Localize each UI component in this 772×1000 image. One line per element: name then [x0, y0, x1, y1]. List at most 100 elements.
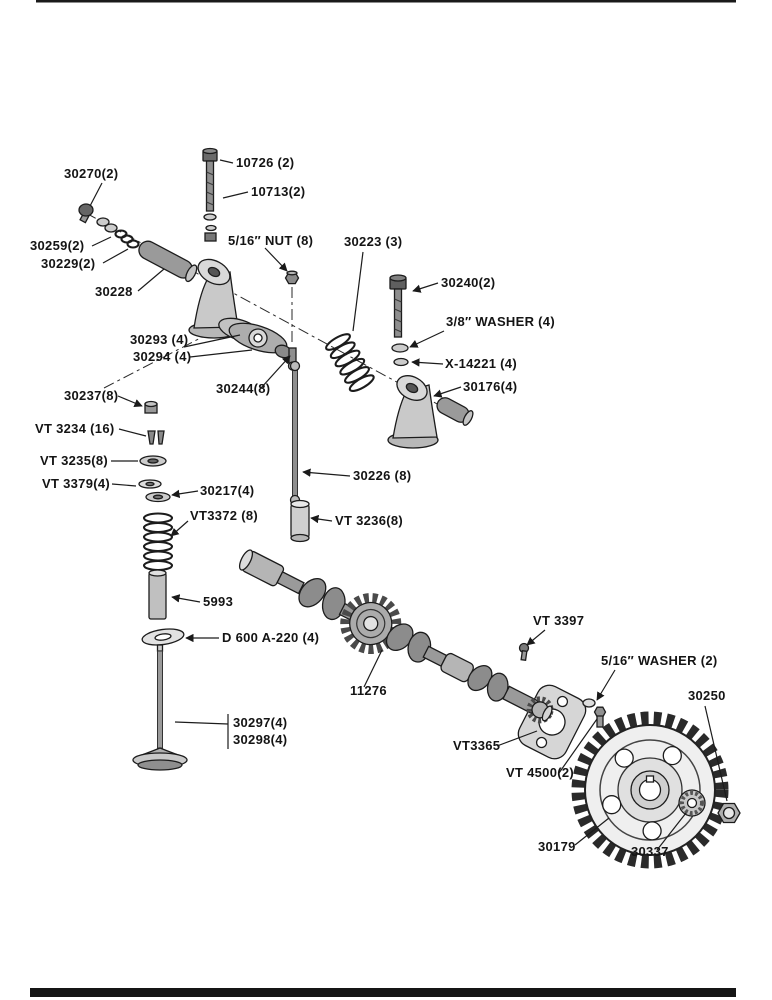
leader-30294 — [189, 349, 253, 358]
leader-30229 — [102, 248, 129, 264]
part-pushrod-30226 — [289, 360, 301, 506]
part-nut-516 — [284, 270, 300, 285]
leader-nut-516 — [264, 247, 288, 272]
label-vt3379: VT 3379(4) — [42, 476, 110, 491]
leader-washer-516 — [596, 669, 616, 701]
part-camshaft — [238, 549, 554, 724]
label-vt3372: VT3372 (8) — [190, 508, 258, 523]
label-11276: 11276 — [350, 683, 387, 698]
leader-30244 — [260, 355, 291, 389]
leader-vt4500 — [558, 718, 598, 774]
part-seal-vt3379 — [138, 479, 162, 489]
part-screw-30270 — [78, 203, 94, 224]
leader-lines — [89, 159, 728, 851]
part-plate-vt3365 — [517, 684, 587, 760]
leader-washer-38 — [409, 330, 445, 348]
leader-30259 — [91, 236, 112, 247]
label-30259: 30259(2) — [30, 238, 84, 253]
leader-30250 — [704, 705, 728, 802]
leader-30228 — [137, 268, 165, 292]
label-30294: 30294 (4) — [133, 349, 191, 364]
leader-vt3234 — [118, 428, 147, 437]
label-10726: 10726 (2) — [236, 155, 294, 170]
label-30298: 30298(4) — [233, 732, 287, 747]
part-spring-30229 — [114, 229, 140, 249]
part-retainer-vt3235 — [139, 455, 167, 467]
leader-vt3372 — [170, 520, 189, 537]
label-vt3235: VT 3235(8) — [40, 453, 108, 468]
part-labels: 30270(2) 10726 (2) 10713(2) 30259(2) 302… — [30, 155, 725, 859]
page-edge-bottom — [30, 988, 736, 997]
label-30237: 30237(8) — [64, 388, 118, 403]
part-shaft-30228 — [138, 240, 198, 283]
label-5993: 5993 — [203, 594, 233, 609]
part-tube-right — [436, 397, 474, 426]
label-vt3234: VT 3234 (16) — [35, 421, 114, 436]
label-washer-516: 5/16″ WASHER (2) — [601, 653, 718, 668]
leader-30217 — [171, 489, 199, 499]
part-keepers-vt3234 — [147, 430, 165, 445]
leader-30176 — [433, 386, 462, 398]
label-d600a220: D 600 A-220 (4) — [222, 630, 319, 645]
leader-vt3397 — [526, 629, 546, 646]
label-vt3236: VT 3236(8) — [335, 513, 403, 528]
leader-30240 — [412, 282, 439, 293]
part-spring-vt3372 — [142, 512, 174, 572]
leader-10713 — [222, 191, 249, 199]
label-30293: 30293 (4) — [130, 332, 188, 347]
leader-vt3379 — [111, 483, 137, 487]
part-bolt-30240 — [389, 274, 407, 338]
leader-30179 — [574, 817, 610, 846]
leader-valve — [174, 721, 229, 725]
label-30179: 30179 — [538, 839, 576, 854]
label-10713: 10713(2) — [251, 184, 305, 199]
label-vt4500: VT 4500(2) — [506, 765, 574, 780]
part-gear-30179 — [571, 711, 729, 869]
part-guide-5993 — [148, 569, 167, 620]
part-nut-30250 — [717, 802, 741, 824]
part-washer-x14221 — [393, 357, 409, 367]
part-hub-30337 — [678, 789, 706, 817]
part-bolt-vt4500 — [593, 706, 607, 728]
part-washer-30217 — [145, 491, 171, 503]
label-x14221: X-14221 (4) — [445, 356, 517, 371]
part-valve — [132, 644, 188, 771]
leader-5993 — [171, 594, 201, 603]
label-30244: 30244(8) — [216, 381, 270, 396]
part-lifter-vt3236 — [290, 499, 310, 543]
leader-30226 — [302, 468, 351, 477]
label-30240: 30240(2) — [441, 275, 495, 290]
label-30297: 30297(4) — [233, 715, 287, 730]
part-washers-30259 — [96, 217, 118, 233]
label-30270: 30270(2) — [64, 166, 118, 181]
leader-30337 — [656, 812, 687, 851]
leader-vt3236 — [310, 514, 333, 524]
leader-30293 — [183, 334, 241, 348]
label-nut-516: 5/16″ NUT (8) — [228, 233, 313, 248]
part-bolt-10726 — [202, 147, 218, 242]
part-screw-vt3397 — [518, 642, 530, 662]
label-30337: 30337 — [631, 844, 669, 859]
leader-11276 — [363, 649, 383, 688]
label-vt3397: VT 3397 — [533, 613, 584, 628]
leader-x14221 — [411, 358, 444, 367]
leader-10726 — [219, 159, 234, 164]
part-washer-38 — [391, 343, 409, 353]
leader-30270 — [89, 182, 103, 207]
label-30226: 30226 (8) — [353, 468, 411, 483]
leader-30237 — [117, 395, 143, 407]
label-30217: 30217(4) — [200, 483, 254, 498]
part-spring-30223 — [325, 333, 375, 392]
label-vt3365: VT3365 — [453, 738, 500, 753]
leader-vt3365 — [496, 730, 538, 747]
part-washer-516 — [582, 698, 596, 708]
part-washer-d600 — [141, 628, 185, 646]
label-30228: 30228 — [95, 284, 133, 299]
leader-30223 — [352, 251, 364, 332]
page-edge-top — [36, 0, 736, 3]
part-stand-right-30176 — [387, 375, 439, 449]
label-30223: 30223 (3) — [344, 234, 402, 249]
part-rocker-arm — [218, 317, 292, 359]
